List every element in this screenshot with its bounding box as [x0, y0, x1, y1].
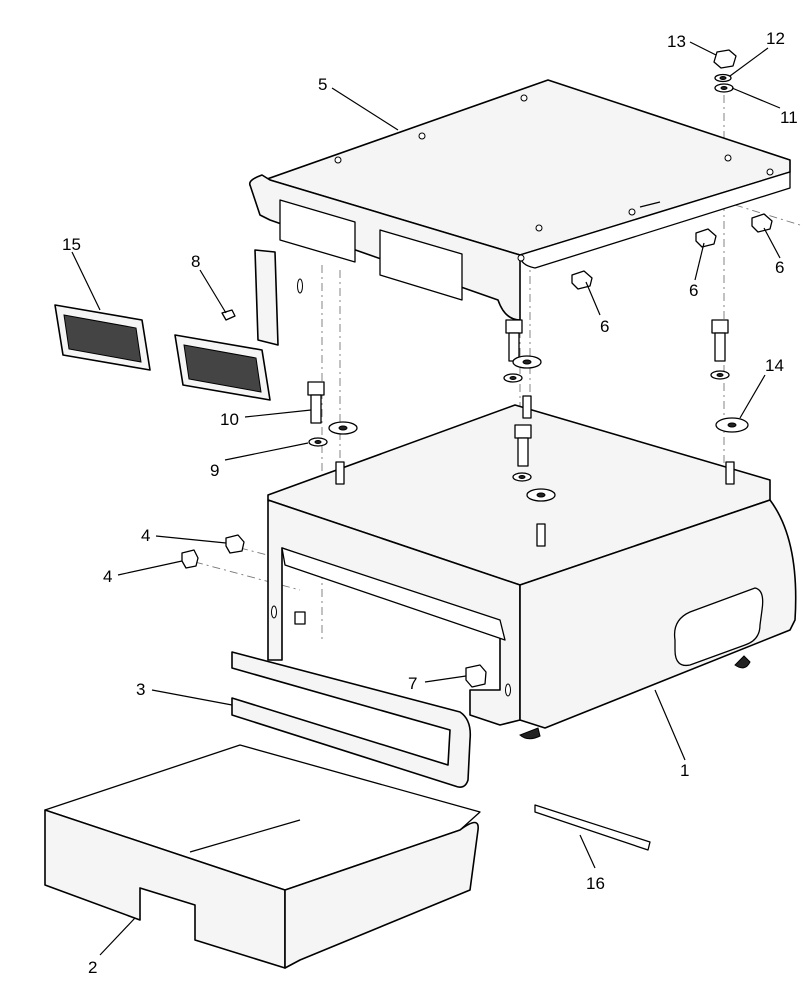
vent-grilles-part-15 [54, 304, 271, 401]
callout-8: 8 [191, 252, 200, 271]
callout-15: 15 [62, 235, 81, 254]
washers [308, 355, 749, 502]
callouts: 1 2 3 4 4 5 6 6 6 7 8 9 10 11 12 13 14 1… [62, 29, 798, 977]
screw-part-8 [221, 309, 236, 321]
bolts-part-10 [307, 319, 729, 467]
top-hardware [713, 49, 737, 93]
seal-strip-part-3 [231, 651, 472, 788]
callout-5: 5 [318, 75, 327, 94]
callout-14: 14 [765, 356, 784, 375]
small-clips [181, 534, 487, 688]
callout-6-left: 6 [600, 317, 609, 336]
leader-lines [71, 41, 781, 956]
callout-3: 3 [136, 680, 145, 699]
top-cover-part-5 [248, 79, 791, 346]
callout-6-middle: 6 [689, 281, 698, 300]
callout-16: 16 [586, 874, 605, 893]
main-housing-part-1 [267, 404, 797, 740]
callout-7: 7 [408, 674, 417, 693]
callout-13: 13 [667, 32, 686, 51]
callout-11: 11 [780, 108, 798, 127]
callout-10: 10 [220, 410, 239, 429]
callout-1: 1 [680, 761, 689, 780]
callout-4-lower: 4 [103, 567, 112, 586]
drawer-part-2 [44, 744, 481, 969]
strip-part-16 [534, 804, 651, 851]
callout-6-right: 6 [775, 258, 784, 277]
housing-studs [335, 395, 735, 547]
callout-12: 12 [766, 29, 785, 48]
callout-2: 2 [88, 958, 97, 977]
callout-9: 9 [210, 461, 219, 480]
callout-4-upper: 4 [141, 526, 150, 545]
clips-part-6 [571, 213, 773, 290]
